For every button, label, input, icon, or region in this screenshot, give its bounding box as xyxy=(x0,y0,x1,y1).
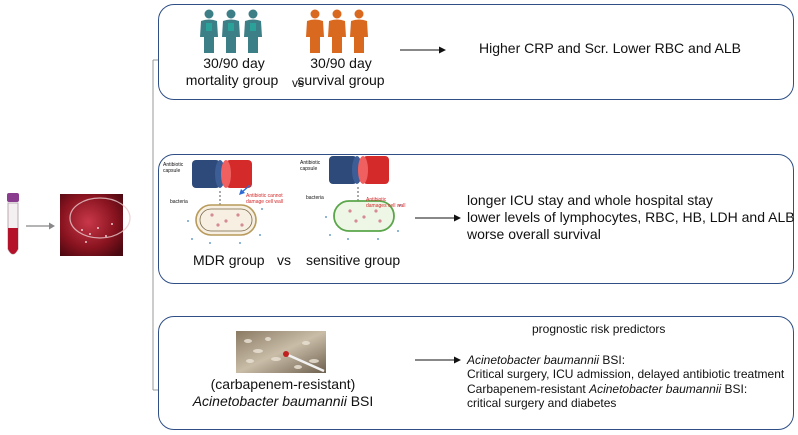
survival-group-label-2: survival group xyxy=(297,72,385,88)
panel2-result-3: worse overall survival xyxy=(467,226,601,242)
mortality-group-label-1: 30/90 day xyxy=(203,55,265,71)
panel3-label-2-species: Acinetobacter baumannii xyxy=(192,393,347,409)
panel2-result-2: lower levels of lymphocytes, RBC, HB, LD… xyxy=(467,209,795,225)
predictor-1-species: Acinetobacter baumannii xyxy=(467,353,600,367)
sensitive-red-note: Antibiotic damages cell wall xyxy=(366,197,406,209)
mdr-arrow-icon xyxy=(239,184,251,195)
predictor-1-detail: Critical surgery, ICU admission, delayed… xyxy=(467,367,785,381)
survival-people-icon xyxy=(306,9,368,53)
sensitive-bacteria-icon xyxy=(325,187,401,240)
arrow-panel2 xyxy=(415,214,461,222)
sensitive-capsule-label: Antibiotic capsule xyxy=(300,160,321,172)
mdr-bacteria-icon xyxy=(187,191,263,244)
panel2-result-1: longer ICU stay and whole hospital stay xyxy=(467,192,713,208)
arrow-panel3 xyxy=(415,356,461,364)
predictor-2-prefix: Carbapenem-resistant xyxy=(467,382,590,396)
panel3-label-2-rest: BSI xyxy=(346,393,374,409)
predictor-2-species: Acinetobacter baumannii xyxy=(589,382,722,396)
mdr-group-label: MDR group xyxy=(193,252,265,268)
blood-culture-tube-icon xyxy=(7,193,19,255)
arrow-panel1 xyxy=(400,46,446,54)
agar-plate-photo xyxy=(60,194,131,256)
panel1-result: Higher CRP and Scr. Lower RBC and ALB xyxy=(479,40,741,56)
panel3-label-2: Acinetobacter baumannii BSI xyxy=(188,393,378,409)
predictor-1-title: Acinetobacter baumannii BSI: xyxy=(467,353,625,367)
mdr-red-note: Antibiotic cannot damage cell wall xyxy=(246,193,283,205)
predictor-2-rest: BSI: xyxy=(721,382,748,396)
sensitive-antibiotic-capsule-icon xyxy=(329,156,389,184)
panel-mortality xyxy=(158,4,794,100)
mdr-capsule-label: Antibiotic capsule xyxy=(163,162,184,174)
sensitive-bacteria-label: bacteria xyxy=(306,195,324,201)
predictor-2-detail: critical surgery and diabetes xyxy=(467,396,617,410)
arrow-tube-to-plate xyxy=(26,222,55,230)
sensitive-group-label: sensitive group xyxy=(306,252,401,268)
panel3-label-1: (carbapenem-resistant) xyxy=(210,376,356,392)
mdr-antibiotic-capsule-icon xyxy=(192,160,252,188)
mortality-group-label-2: mortality group xyxy=(185,72,279,88)
survival-group-label-1: 30/90 day xyxy=(310,55,372,71)
mortality-people-icon xyxy=(200,9,262,53)
panel-mdr xyxy=(158,154,794,284)
predictor-1-rest: BSI: xyxy=(599,353,626,367)
predictor-2-title: Carbapenem-resistant Acinetobacter bauma… xyxy=(467,382,747,396)
bacteria-culture-photo xyxy=(236,331,326,373)
mdr-bacteria-label: bacteria xyxy=(170,199,188,205)
vs-label-1: vs xyxy=(292,76,304,90)
vs-label-2: vs xyxy=(277,252,291,268)
panel3-header: prognostic risk predictors xyxy=(532,322,666,336)
